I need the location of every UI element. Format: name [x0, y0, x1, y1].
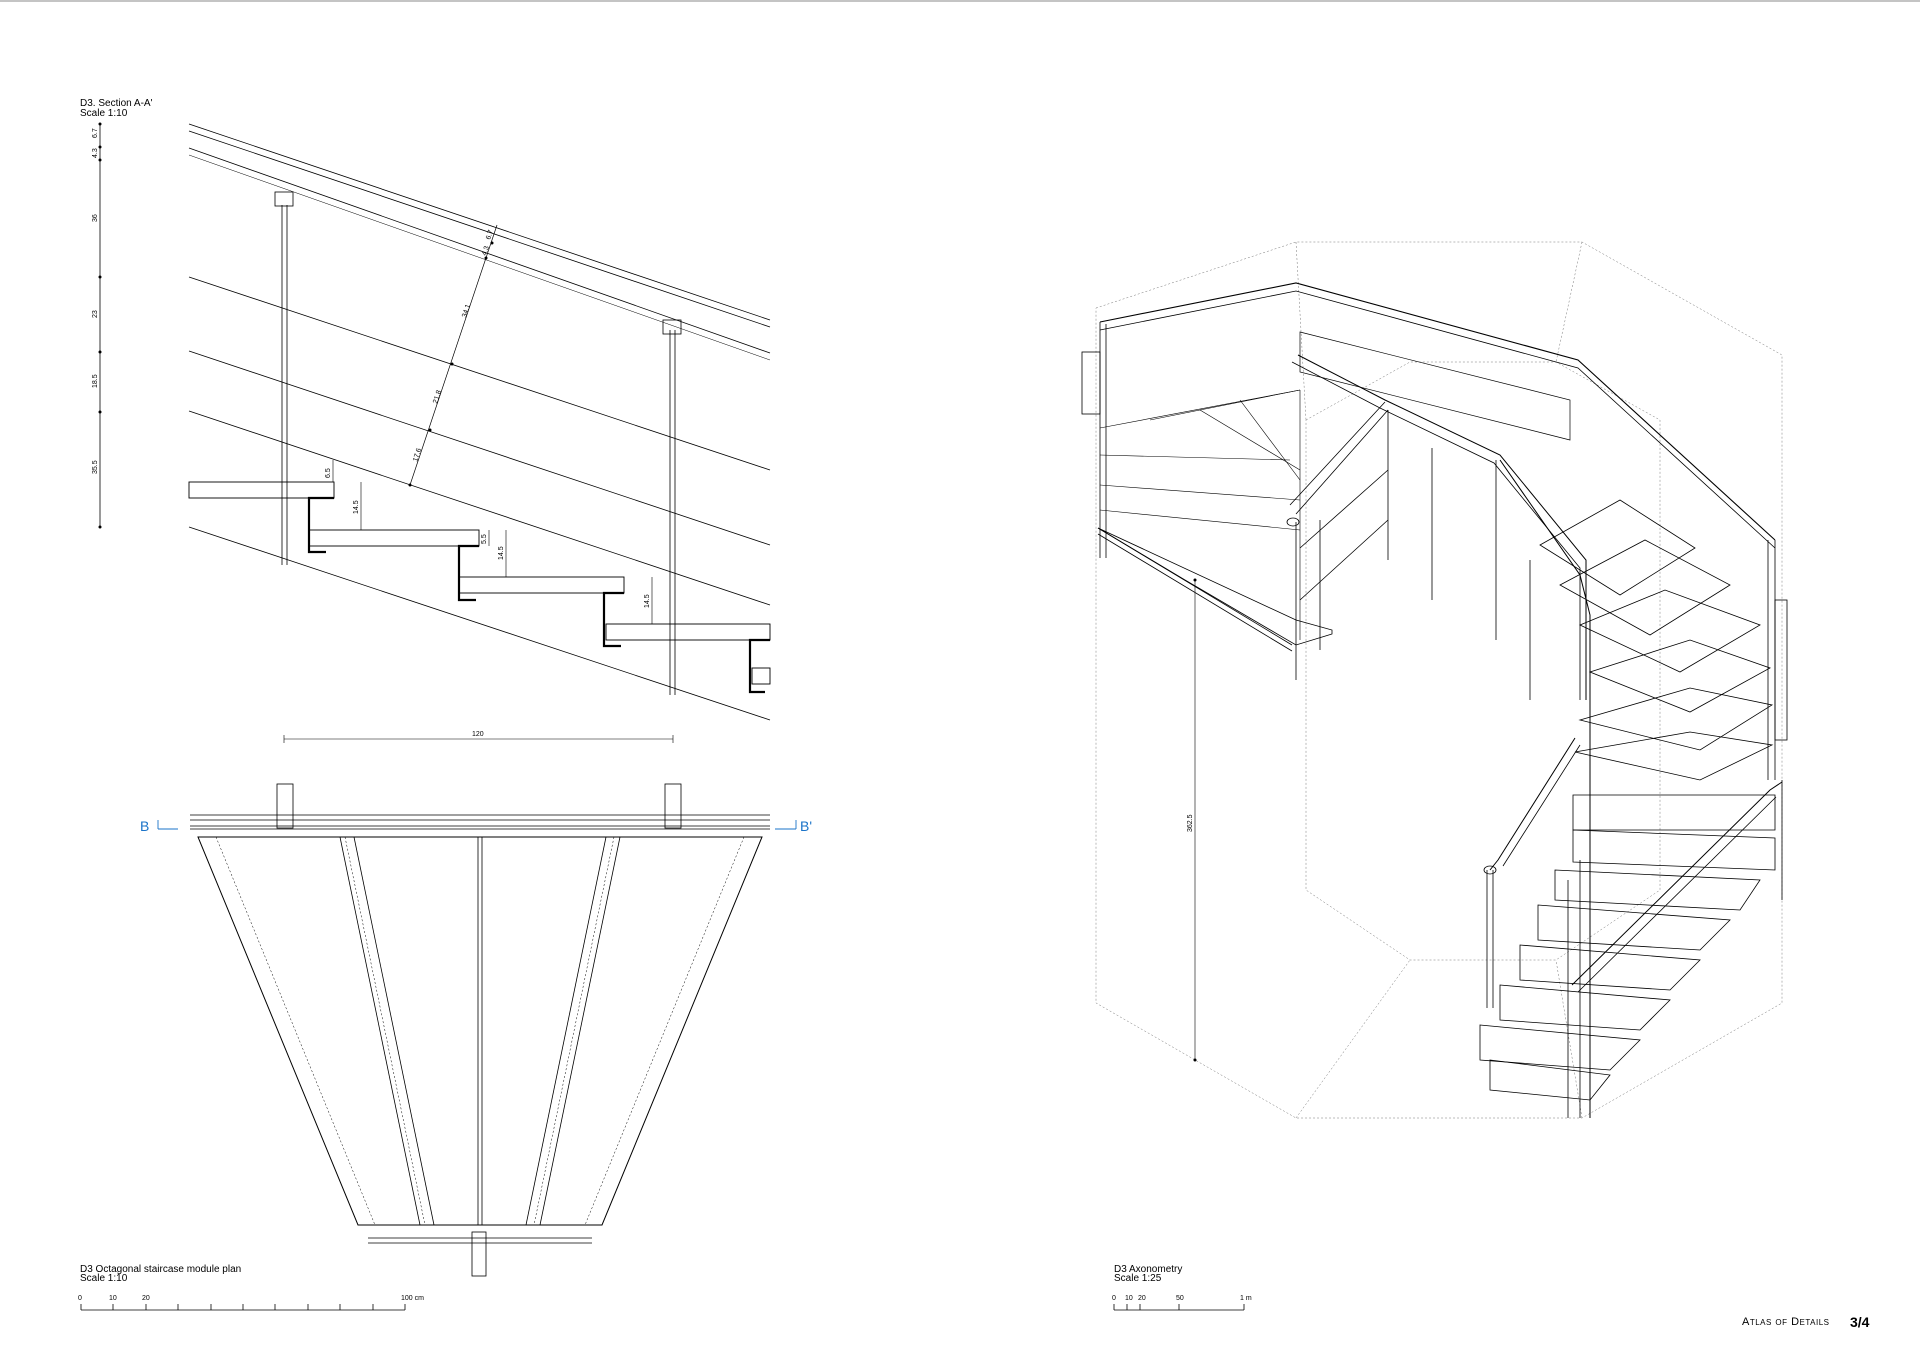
- axonometry-drawing: 362.5: [1081, 241, 1788, 1311]
- dim-label: 18.5: [92, 374, 99, 388]
- plan-scalebar-label: 10: [109, 1295, 117, 1302]
- dim-label: 362.5: [1187, 814, 1194, 832]
- axo-scalebar-label: 0: [1112, 1295, 1116, 1302]
- dim-label: 14.5: [644, 594, 651, 608]
- page-number: 3/4: [1850, 1314, 1870, 1330]
- axo-scalebar-label: 1 m: [1240, 1295, 1252, 1302]
- dim-label: 36: [92, 214, 99, 222]
- cut-label-right: B': [800, 818, 813, 834]
- dim-label: 21.8: [432, 389, 443, 404]
- dim-label: 4.3: [481, 245, 491, 257]
- axo-title: D3 Axonometry: [1114, 1264, 1183, 1275]
- axo-scale: Scale 1:25: [1114, 1273, 1162, 1284]
- plan-scalebar-label: 0: [78, 1295, 82, 1302]
- dim-label: 35.5: [92, 460, 99, 474]
- dim-label: 34.1: [461, 303, 472, 318]
- section-scale: Scale 1:10: [80, 108, 128, 119]
- plan-scale: Scale 1:10: [80, 1273, 128, 1284]
- dim-label: 6.7: [92, 128, 99, 138]
- section-title: D3. Section A-A': [80, 98, 153, 109]
- dim-label: 6.5: [325, 468, 332, 478]
- dim-label: 5.5: [481, 534, 488, 544]
- dim-label: 6.7: [485, 229, 495, 241]
- dim-label: 4.3: [92, 148, 99, 158]
- axo-scalebar-label: 10: [1125, 1295, 1133, 1302]
- axo-scalebar-label: 50: [1176, 1295, 1184, 1302]
- dim-label: 14.5: [353, 500, 360, 514]
- axo-scalebar-label: 20: [1138, 1295, 1146, 1302]
- footer-brand: Atlas of Details: [1742, 1316, 1830, 1328]
- plan-title: D3 Octagonal staircase module plan: [80, 1264, 242, 1275]
- cut-label-left: B: [140, 818, 150, 834]
- plan-drawing: [80, 783, 797, 1311]
- dim-label: 120: [472, 731, 484, 738]
- dim-label: 23: [92, 310, 99, 318]
- dim-label: 17.6: [412, 447, 423, 462]
- plan-scalebar-label: 100 cm: [401, 1295, 424, 1302]
- plan-scalebar-label: 20: [142, 1295, 150, 1302]
- section-drawing: 6.7 4.3 36 23 18.5 35.5 6.7 4.3 34.1 21.…: [92, 122, 771, 743]
- dim-label: 14.5: [498, 546, 505, 560]
